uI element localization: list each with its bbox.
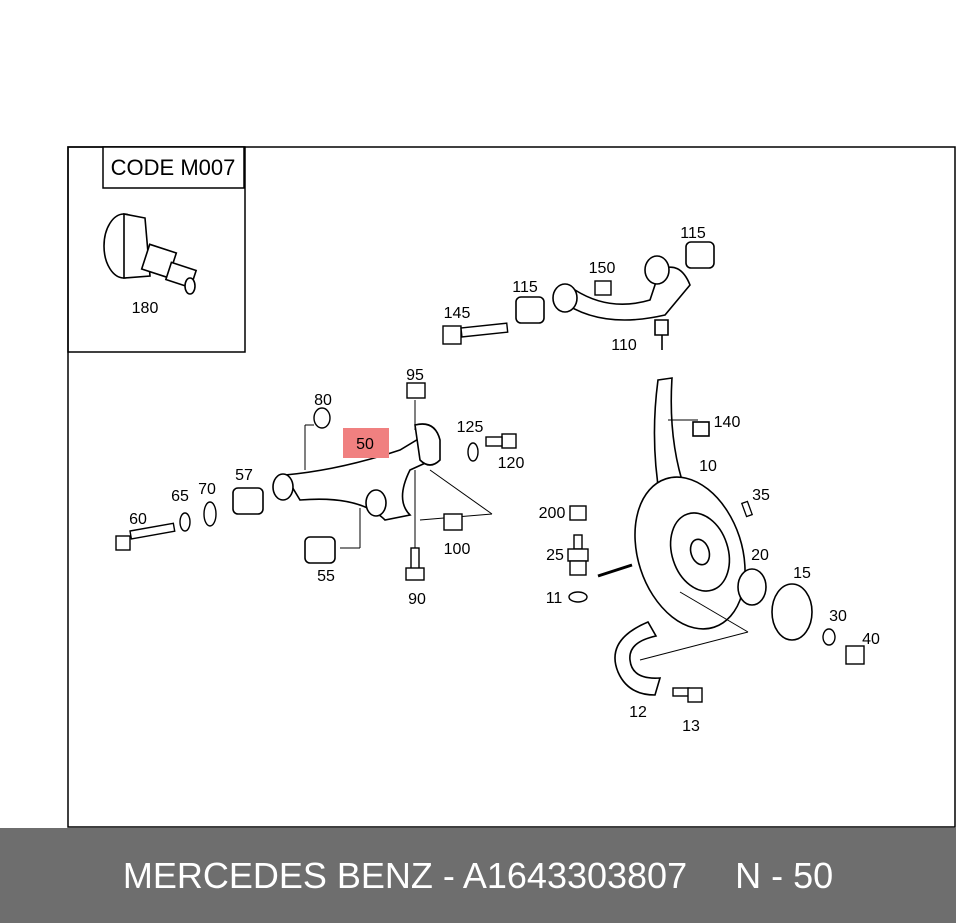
part-label-90: 90 [408, 591, 426, 608]
arrow [597, 563, 633, 578]
code-box [102, 146, 245, 189]
part-label-95: 95 [406, 367, 424, 384]
part-label-150: 150 [589, 260, 616, 277]
part-label-115-left: 115 [512, 279, 538, 296]
part-label-115-right: 115 [680, 225, 706, 242]
part-label-55: 55 [317, 568, 335, 585]
part-label-145: 145 [444, 305, 471, 322]
part-label-120: 120 [498, 455, 525, 472]
part-label-57: 57 [235, 467, 253, 484]
part-label-125: 125 [457, 419, 484, 436]
part-label-65: 65 [171, 488, 189, 505]
part-label-30: 30 [829, 608, 847, 625]
footer-brand: MERCEDES BENZ - A1643303807 [122, 854, 688, 896]
part-label-60: 60 [129, 511, 147, 528]
diagram-frame [67, 146, 956, 828]
nut-95 [406, 382, 426, 399]
part-label-100: 100 [444, 541, 471, 558]
part-label-70: 70 [198, 481, 216, 498]
splash-shield-12 [614, 620, 662, 696]
lower-control-arm [272, 423, 441, 521]
footer-bar: MERCEDES BENZ - A1643303807 N - 50 [0, 828, 956, 923]
part-highlight-50 [343, 428, 389, 458]
leader-100a [429, 469, 493, 515]
ball-joint-25 [567, 534, 589, 576]
washer-125 [467, 442, 479, 462]
upper-control-arm [552, 255, 691, 350]
pin-35 [740, 500, 754, 518]
bushing-57 [232, 487, 264, 515]
part-label-25: 25 [546, 547, 564, 564]
bushing-115-right [685, 241, 715, 269]
part-label-200: 200 [539, 505, 566, 522]
leader-12 [639, 631, 749, 661]
washer-70 [203, 501, 217, 527]
code-box-label: CODE M007 [111, 155, 236, 180]
part-label-180: 180 [132, 300, 159, 317]
part-label-80: 80 [314, 392, 332, 409]
brake-disc [634, 476, 746, 630]
ring-11 [568, 591, 588, 603]
part-label-15: 15 [793, 565, 811, 582]
bushing-115-left [515, 296, 545, 324]
bushing-55 [304, 536, 336, 564]
nut-150 [594, 280, 612, 296]
drive-joint-illustration [103, 213, 198, 295]
bolt-145 [442, 322, 509, 345]
nut-40 [845, 645, 865, 665]
part-label-11: 11 [546, 590, 563, 607]
bolt-13 [672, 687, 703, 703]
bolt-60 [115, 522, 176, 551]
part-label-12: 12 [629, 704, 647, 721]
bolt-120 [485, 433, 517, 449]
part-label-140: 140 [714, 414, 741, 431]
leader-10 [679, 591, 749, 633]
nut-200 [569, 505, 587, 521]
circlip-30 [822, 628, 836, 646]
hub-15 [771, 583, 813, 641]
part-label-50: 50 [356, 436, 374, 453]
bolt-90 [405, 547, 425, 581]
washer-80 [313, 407, 331, 429]
nut-100 [443, 513, 463, 531]
part-label-20: 20 [751, 547, 769, 564]
part-label-110: 110 [611, 337, 637, 354]
bearing-20 [737, 568, 767, 606]
part-label-40: 40 [862, 631, 880, 648]
part-label-13: 13 [682, 718, 700, 735]
footer-ref: N - 50 [735, 854, 834, 896]
part-label-35: 35 [752, 487, 770, 504]
part-label-10: 10 [699, 458, 717, 475]
washer-65 [179, 512, 191, 532]
